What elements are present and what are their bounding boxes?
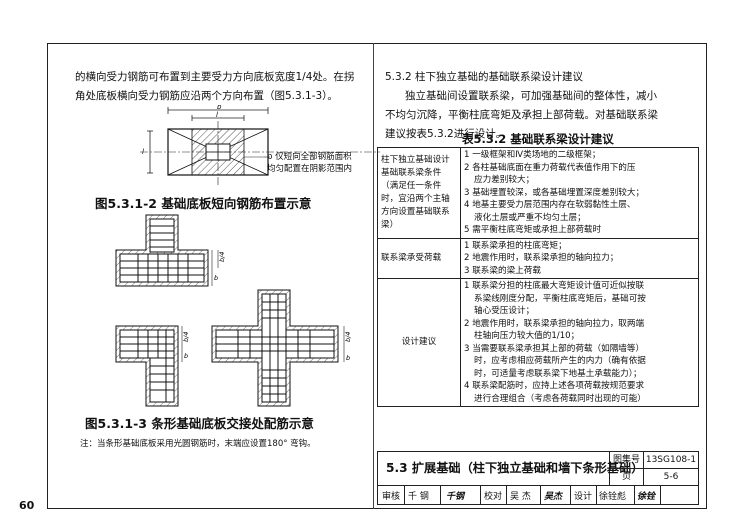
page-value: 5-6: [663, 472, 679, 482]
design-name: 徐铨彪: [599, 492, 627, 502]
fig2-dim-b4-a: b/4: [218, 252, 226, 262]
list-item: 应力差别较大；: [474, 175, 535, 185]
left-paragraph-line-1: 的横向受力钢筋可布置到主要受力方向底板宽度1/4处。在拐: [75, 71, 355, 83]
list-item: 4 联系梁配筋时，应持上述各项荷载按规范要求: [464, 381, 645, 391]
fig2-dim-b4-c: b/4: [344, 332, 352, 342]
fig2-dim-b-b: b: [184, 352, 188, 360]
atlas-number: 13SG108-1: [644, 452, 698, 469]
l-corner: [115, 325, 179, 407]
list-item: 1 一级框架和Ⅳ类场地的二级框架；: [464, 150, 601, 160]
fig2-dim-b-a: b: [214, 274, 218, 282]
proof-name: 吴 杰: [510, 492, 531, 502]
review-signature: 千钢: [446, 492, 465, 502]
fig1-caption: 图5.3.1-2 基础底板短向钢筋布置示意: [95, 196, 312, 211]
drawing-frame: [47, 43, 707, 509]
list-item: 系梁线刚度分配，平衡柱底弯矩后，基础可按: [474, 293, 646, 304]
title-block: 5.3 扩展基础（柱下独立基础和墙下条形基础） 图集号 13SG108-1 页 …: [377, 451, 699, 505]
fig1-dim-l: l: [216, 111, 218, 119]
left-paragraph-line-2: 角处底板横向受力钢筋应沿两个方向布置（图5.3.1-3）。: [75, 90, 338, 102]
design-suggestion-table: 柱下独立基础设计基础联系梁条件（满足任一条件时，宜沿两个主轴方向设置基础联系梁）…: [377, 147, 699, 407]
review-label: 审核: [382, 492, 401, 502]
title-block-title: 5.3 扩展基础（柱下独立基础和墙下条形基础）: [378, 452, 643, 486]
fig1-note-line-1: b 仅短向全部钢筋面积: [267, 152, 352, 162]
list-item: 时，应考虑相应荷载所产生的内力（确有依据: [474, 356, 646, 366]
table-row: 设计建议 1 联系梁分担的柱底最大弯矩设计值可近似按联 系梁线刚度分配，平衡柱底…: [377, 278, 699, 407]
cross-intersection: [211, 289, 339, 407]
row3-items: 1 联系梁分担的柱底最大弯矩设计值可近似按联 系梁线刚度分配，平衡柱底弯矩后，基…: [460, 278, 699, 407]
section-heading: 5.3.2 柱下独立基础的基础联系梁设计建议: [385, 71, 584, 83]
fig2-dim-b-c: b: [346, 354, 350, 362]
list-item: 3 联系梁的梁上荷载: [464, 265, 541, 276]
footing-short-direction-rebar-figure: b l l: [140, 105, 380, 185]
proof-signature: 吴杰: [544, 492, 563, 502]
row3-category: 设计建议: [377, 278, 461, 407]
list-item: 4 地基主要受力层范围内存在软弱黏性土层、: [464, 200, 636, 210]
list-item: 时，可适量考虑联系梁下地基土承载能力）；: [474, 368, 642, 379]
design-signature: 徐铨: [637, 492, 656, 502]
row2-category: 联系梁承受荷载: [377, 237, 461, 279]
list-item: 3 当需要联系梁承担其上部的荷载（如隔墙等）: [464, 343, 645, 354]
table-row: 柱下独立基础设计基础联系梁条件（满足任一条件时，宜沿两个主轴方向设置基础联系梁）…: [377, 147, 699, 239]
list-item: 液化土层或严重不均匀土层；: [474, 212, 586, 223]
right-paragraph-line-2: 不均匀沉降，平衡柱底弯矩及承担上部荷载。对基础联系梁: [385, 109, 658, 121]
list-item: 1 联系梁承担的柱底弯矩；: [464, 240, 567, 251]
list-item: 2 地震作用时，联系梁承担的轴向拉力，取两端: [464, 318, 645, 329]
table-row: 联系梁承受荷载 1 联系梁承担的柱底弯矩； 2 地震作用时，联系梁承担的轴向拉力…: [377, 237, 699, 279]
list-item: 5 需平衡柱底弯矩或承担上部荷载时: [464, 225, 602, 235]
fig2-note: 注：当条形基础底板采用光圆钢筋时，末端应设置180° 弯钩。: [80, 439, 316, 449]
table-title: 表5.3.2 基础联系梁设计建议: [462, 132, 614, 146]
page-number: 60: [19, 499, 35, 512]
right-paragraph-line-1: 独立基础间设置联系梁，可加强基础间的整体性，减小: [405, 90, 657, 102]
row1-items: 1 一级框架和Ⅳ类场地的二级框架； 2 各柱基础底面在重力荷载代表值作用下的压 …: [460, 147, 699, 239]
page-value-cell: 5-6: [644, 469, 698, 486]
list-item: 进行合理组合（考虑各荷载同时出现的可能）: [474, 393, 646, 404]
proof-label: 校对: [484, 492, 503, 502]
page-label: 页: [610, 469, 644, 486]
list-item: 3 基础埋置较深，或各基础埋置深度差别较大；: [464, 187, 645, 198]
right-paragraph-line-3: 建议按表5.3.2进行设计。: [385, 128, 507, 140]
column-divider: [373, 43, 374, 509]
fig1-dim-b: b: [217, 105, 222, 111]
list-item: 2 各柱基础底面在重力荷载代表值作用下的压: [464, 162, 636, 173]
review-name: 千 钢: [408, 492, 429, 502]
list-item: 2 地震作用时，联系梁承担的轴向拉力；: [464, 253, 619, 263]
list-item: 1 联系梁分担的柱底最大弯矩设计值可近似按联: [464, 281, 645, 291]
design-label: 设计: [574, 492, 593, 502]
signature-row: 审核 千 钢 千钢 校对 吴 杰 吴杰 设计 徐铨彪 徐铨: [378, 486, 698, 504]
fig1-note-line-2: 均匀配置在阴影范围内: [267, 164, 353, 174]
row1-category: 柱下独立基础设计基础联系梁条件（满足任一条件时，宜沿两个主轴方向设置基础联系梁）: [377, 147, 461, 239]
row2-items: 1 联系梁承担的柱底弯矩； 2 地震作用时，联系梁承担的轴向拉力； 3 联系梁的…: [460, 237, 699, 279]
atlas-number-label: 图集号: [610, 452, 644, 469]
fig2-dim-b4-b: b/4: [182, 332, 190, 342]
fig2-caption: 图5.3.1-3 条形基础底板交接处配筋示意: [85, 416, 314, 431]
list-item: 轴心受压设计；: [474, 306, 535, 316]
t-intersection: [115, 214, 209, 287]
list-item: 柱轴向压力较大值的1/10；: [474, 331, 580, 341]
strip-footing-intersection-figure: b/4 b b/4 b: [115, 214, 352, 407]
